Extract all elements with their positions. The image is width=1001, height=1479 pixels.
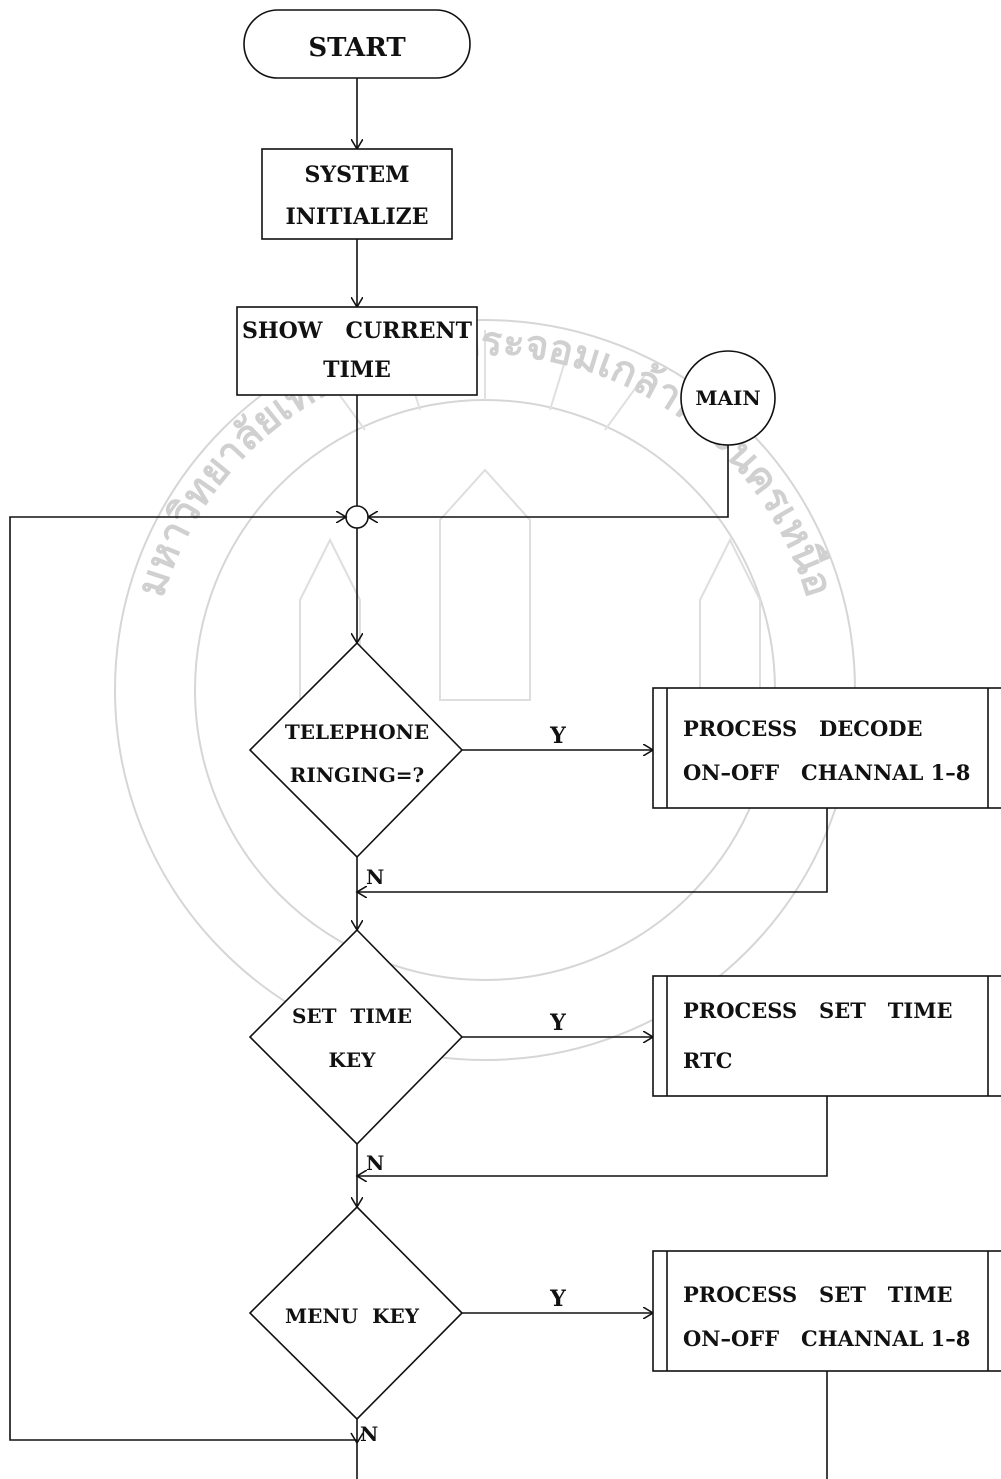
- menu-no-arrowhead: [350, 1432, 364, 1445]
- telephone-line2: RINGING=?: [290, 763, 425, 787]
- process-menu-line1: PROCESS SET TIME: [683, 1282, 953, 1307]
- settime-yes-label: Y: [549, 1010, 566, 1036]
- settime-no-label: N: [366, 1151, 384, 1175]
- menu-no-label: N: [360, 1422, 378, 1446]
- main-connector-label: MAIN: [695, 386, 760, 410]
- process-decode-box: [652, 687, 1001, 809]
- show-time-line1: SHOW CURRENT: [242, 318, 473, 344]
- arrow-main-to-junction: [368, 445, 729, 517]
- process-settime-line1: PROCESS SET TIME: [683, 998, 953, 1023]
- telephone-ringing-decision: [248, 641, 464, 859]
- loop-back-line: [9, 517, 357, 1441]
- system-initialize-line1: SYSTEM: [305, 162, 410, 188]
- menu-yes-label: Y: [549, 1286, 566, 1312]
- return-process-decode: [357, 808, 828, 892]
- system-initialize-line2: INITIALIZE: [285, 204, 428, 230]
- set-time-line1: SET TIME: [292, 1004, 412, 1028]
- set-time-key-decision: [248, 928, 464, 1146]
- process-menu-line2: ON–OFF CHANNAL 1–8: [683, 1326, 970, 1351]
- telephone-line1: TELEPHONE: [285, 720, 429, 744]
- telephone-no-label: N: [366, 865, 384, 889]
- process-menu-box: [652, 1250, 1001, 1372]
- show-current-time-box: [236, 306, 478, 396]
- loop-junction: [345, 505, 369, 529]
- telephone-yes-label: Y: [549, 723, 566, 749]
- process-decode-line1: PROCESS DECODE: [683, 716, 923, 741]
- show-time-line2: TIME: [323, 357, 391, 383]
- return-process-settime: [357, 1096, 828, 1176]
- process-decode-line2: ON–OFF CHANNAL 1–8: [683, 760, 970, 785]
- process-settime-line2: RTC: [683, 1048, 732, 1073]
- set-time-line2: KEY: [329, 1048, 377, 1072]
- menu-key-label: MENU KEY: [285, 1304, 420, 1328]
- start-label: START: [308, 33, 406, 63]
- process-settime-rtc-box: [652, 975, 1001, 1097]
